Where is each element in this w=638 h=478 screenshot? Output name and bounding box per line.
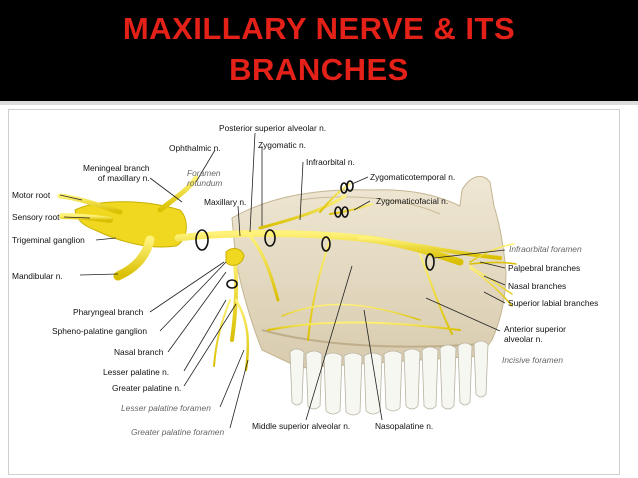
label-lesser-palatine: Lesser palatine n. xyxy=(103,367,170,377)
tooth xyxy=(289,348,305,406)
label-sensory-root: Sensory root xyxy=(12,212,60,222)
label-palpebral: Palpebral branches xyxy=(508,263,581,273)
tooth xyxy=(421,346,439,410)
label-posterior-superior-alveolar: Posterior superior alveolar n. xyxy=(219,123,327,133)
posterior-superior-alveolar xyxy=(248,234,280,302)
tooth xyxy=(439,344,457,410)
foramen-rotundum-ring xyxy=(195,229,209,251)
infraorbital-foramen-ring xyxy=(425,253,435,271)
label-zygomatic: Zygomatic n. xyxy=(258,140,306,150)
greater-palatine xyxy=(234,298,250,372)
zygomatic-ring-2 xyxy=(346,180,354,192)
label-trigeminal-ganglion: Trigeminal ganglion xyxy=(12,235,85,245)
sensory-root xyxy=(59,213,113,223)
label-nasal-branches: Nasal branches xyxy=(508,281,567,291)
label-meningeal-branch: Meningeal branch of maxillary n. xyxy=(83,163,150,183)
anterior-superior-alveolar xyxy=(419,253,453,335)
label-maxillary: Maxillary n. xyxy=(204,197,247,207)
label-anterior-superior-alveolar: Anterior superior alveolar n. xyxy=(504,324,566,344)
label-nasal-branch: Nasal branch xyxy=(114,347,164,357)
maxillary-nerve-illustration xyxy=(57,132,517,429)
label-ophthalmic: Ophthalmic n. xyxy=(169,143,221,153)
tooth xyxy=(473,340,489,398)
label-middle-superior-alveolar: Middle superior alveolar n. xyxy=(252,421,351,431)
label-infraorbital-foramen: Infraorbital foramen xyxy=(509,244,582,254)
pterygopalatine-ring xyxy=(226,279,238,289)
label-greater-palatine-foramen: Greater palatine foramen xyxy=(131,427,225,437)
label-zygomaticotemporal: Zygomaticotemporal n. xyxy=(370,172,456,182)
tooth xyxy=(323,352,343,415)
trigeminal-ganglion xyxy=(74,201,187,248)
zygomatic-nerve xyxy=(258,194,347,230)
teeth xyxy=(289,340,489,416)
tooth xyxy=(363,352,383,415)
spheno-palatine-ganglion xyxy=(225,248,245,266)
label-mandibular: Mandibular n. xyxy=(12,271,63,281)
maxillary-nerve-trunk xyxy=(174,230,464,266)
tooth xyxy=(305,350,323,410)
label-greater-palatine: Greater palatine n. xyxy=(112,383,182,393)
label-superior-labial: Superior labial branches xyxy=(508,298,599,308)
diagram-panel: Posterior superior alveolar n. Ophthalmi… xyxy=(0,105,638,478)
tooth xyxy=(383,350,403,412)
slide-title: MAXILLARY NERVE & ITS BRANCHES xyxy=(0,8,638,90)
maxilla-bone xyxy=(231,175,507,369)
zygomaticofacial-branch xyxy=(329,203,373,215)
middle-superior-alveolar xyxy=(307,239,331,341)
label-incisive-foramen: Incisive foramen xyxy=(502,355,563,365)
orbit-floor xyxy=(299,196,441,215)
palatine-trunk xyxy=(230,254,239,342)
palpebral-branches xyxy=(469,243,517,265)
nasal-superior-labial-branches xyxy=(469,265,513,307)
motor-root xyxy=(57,193,123,215)
zygomatic-ring-3 xyxy=(334,206,342,218)
title-divider xyxy=(0,101,638,105)
nerves xyxy=(57,175,517,372)
nasopalatine xyxy=(281,303,421,321)
label-spheno-palatine: Spheno-palatine ganglion xyxy=(52,326,147,336)
infraorbital-ring xyxy=(264,229,276,247)
tooth xyxy=(403,348,421,410)
ophthalmic-nerve xyxy=(157,175,199,213)
label-pharyngeal: Pharyngeal branch xyxy=(73,307,144,317)
tooth xyxy=(457,342,473,406)
title-line-1: MAXILLARY NERVE & ITS xyxy=(122,11,516,46)
mandibular-nerve xyxy=(113,235,155,281)
zygomatic-ring-4 xyxy=(341,206,349,218)
ring xyxy=(321,236,331,252)
label-nasopalatine: Nasopalatine n. xyxy=(375,421,434,431)
label-foramen-rotundum: Foramen rotundum xyxy=(187,168,223,188)
foramina xyxy=(195,180,435,289)
lesser-palatine xyxy=(213,299,231,367)
leader-lines xyxy=(59,132,506,429)
tooth xyxy=(343,352,363,416)
label-lesser-palatine-foramen: Lesser palatine foramen xyxy=(121,403,211,413)
label-infraorbital: Infraorbital n. xyxy=(306,157,355,167)
label-motor-root: Motor root xyxy=(12,190,51,200)
label-zygomaticofacial: Zygomaticofacial n. xyxy=(376,196,449,206)
title-line-2: BRANCHES xyxy=(229,52,409,87)
alveolar-plexus xyxy=(267,321,461,331)
